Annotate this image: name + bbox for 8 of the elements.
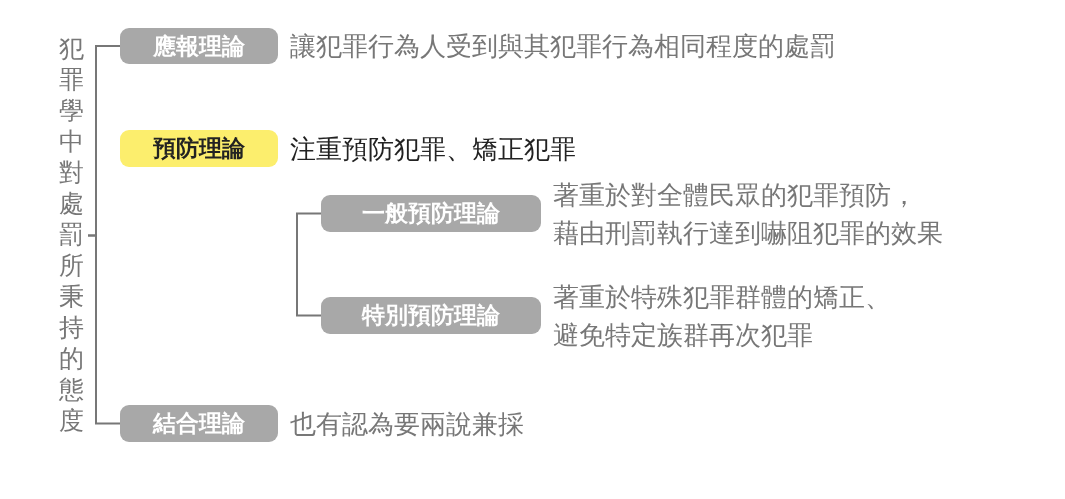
description-text: 也有認為要兩說兼採 [290,407,524,441]
description-text: 著重於特殊犯罪群體的矯正、避免特定族群再次犯罪 [553,280,892,352]
description-text: 讓犯罪行為人受到與其犯罪行為相同程度的處罰 [290,30,836,63]
bracket-line [296,212,322,317]
description-text: 著重於對全體民眾的犯罪預防，藉由刑罰執行達到嚇阻犯罪的效果 [553,178,944,250]
description-text: 注重預防犯罪、矯正犯罪 [290,132,576,166]
bracket-line [87,234,121,425]
vertical-title: 犯罪學中對處罰所秉持的態度 [54,33,88,438]
